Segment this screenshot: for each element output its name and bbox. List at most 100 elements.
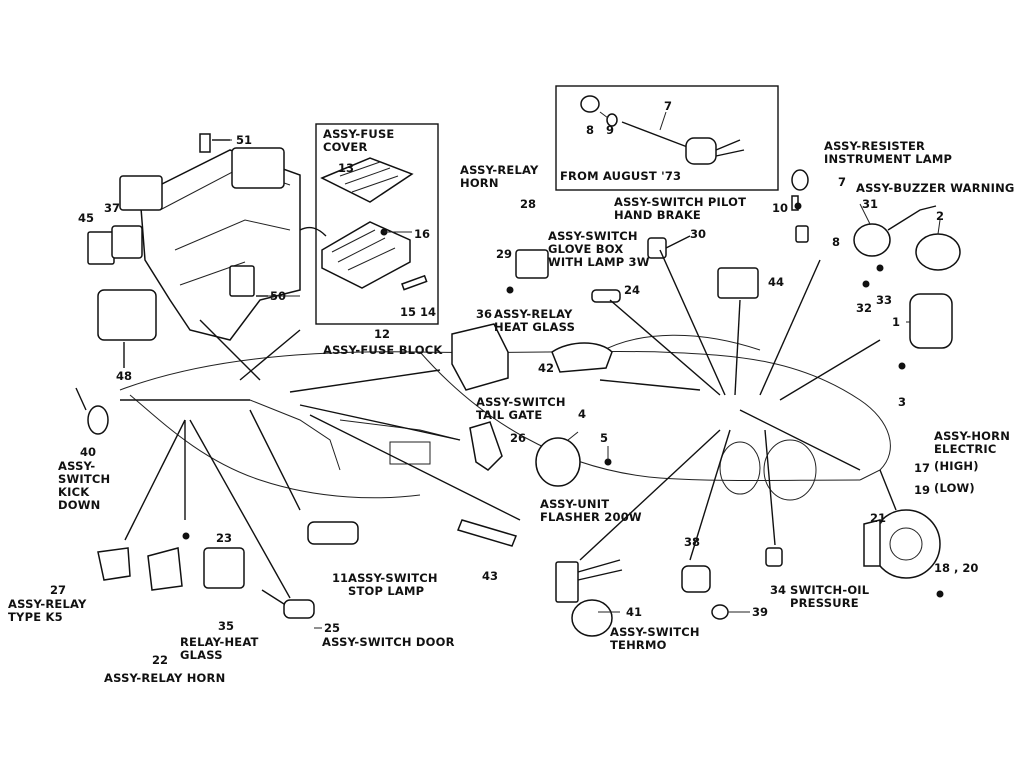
part-number-1: 1 bbox=[892, 315, 901, 329]
label-from-august-73: FROM AUGUST '73 bbox=[560, 169, 682, 183]
fuse-cover-drawing bbox=[299, 157, 428, 291]
part-number-43: 43 bbox=[482, 569, 499, 583]
part-number-36: 36 bbox=[476, 307, 493, 321]
part-39-washer bbox=[711, 604, 729, 620]
part-number-37: 37 bbox=[104, 201, 121, 215]
part-number-9: 9 bbox=[606, 123, 615, 137]
part-number-33: 33 bbox=[876, 293, 893, 307]
part-number-27: 27 bbox=[50, 583, 67, 597]
part-36-relay-heat bbox=[451, 323, 509, 391]
part-number-38: 38 bbox=[684, 535, 701, 549]
label-relay-horn-bottom: ASSY-RELAY HORN bbox=[104, 671, 226, 685]
part-number-15: 15 bbox=[400, 305, 417, 319]
part-number-29: 29 bbox=[496, 247, 513, 261]
part-number-17: 17 bbox=[914, 461, 931, 475]
part-10-screw bbox=[794, 202, 802, 210]
part-number-42: 42 bbox=[538, 361, 555, 375]
part-24-glove-switch bbox=[591, 289, 621, 303]
part-42-lamp bbox=[551, 342, 613, 373]
part-number-13: 13 bbox=[338, 161, 355, 175]
part-number-26: 26 bbox=[510, 431, 527, 445]
part-number-25: 25 bbox=[324, 621, 341, 635]
part-number-51: 51 bbox=[236, 133, 253, 147]
part-3-screw bbox=[898, 362, 906, 370]
callout-lines bbox=[212, 111, 941, 629]
part-number-3: 3 bbox=[898, 395, 907, 409]
part-8-bulb bbox=[795, 225, 809, 243]
part-number-21: 21 bbox=[870, 511, 887, 525]
part-number-16: 16 bbox=[414, 227, 431, 241]
part-number-48: 48 bbox=[116, 369, 133, 383]
part-number-11: 11 bbox=[332, 571, 349, 585]
part-number-22: 22 bbox=[152, 653, 169, 667]
august-73-drawing bbox=[580, 95, 745, 165]
part-21-horn bbox=[863, 509, 941, 579]
part-28-relay-horn bbox=[515, 249, 549, 279]
part-50-relay bbox=[229, 265, 255, 297]
part-4-flasher bbox=[535, 437, 581, 487]
label-buzzer-warning: ASSY-BUZZER WARNING bbox=[856, 181, 1015, 195]
part-number-50: 50 bbox=[270, 289, 287, 303]
part-29-screw bbox=[506, 286, 514, 294]
part-48-box bbox=[97, 289, 157, 341]
part-number-8-top: 8 bbox=[586, 123, 595, 137]
part-number-12: 12 bbox=[374, 327, 391, 341]
part-41-thermo-switch bbox=[555, 559, 623, 637]
part-22-relay-horn bbox=[147, 547, 183, 591]
part-7-resister-lamp bbox=[791, 169, 809, 211]
label-horn-high: (HIGH) bbox=[934, 459, 979, 473]
part-11-stop-lamp-switch bbox=[307, 521, 359, 545]
part-number-8-right: 8 bbox=[832, 235, 841, 249]
label-switch-door: ASSY-SWITCH DOOR bbox=[322, 635, 455, 649]
part-number-40: 40 bbox=[80, 445, 97, 459]
part-number-32: 32 bbox=[856, 301, 873, 315]
part-number-41: 41 bbox=[626, 605, 643, 619]
part-51-clip bbox=[199, 133, 230, 153]
part-number-31: 31 bbox=[862, 197, 879, 211]
part-32-screw bbox=[862, 280, 870, 288]
part-45-relay bbox=[87, 231, 115, 265]
part-number-30: 30 bbox=[690, 227, 707, 241]
part-23-screw bbox=[182, 532, 190, 540]
leader-arrows bbox=[120, 249, 897, 599]
label-horn-low: (LOW) bbox=[934, 481, 975, 495]
label-fuse-block: ASSY-FUSE BLOCK bbox=[323, 343, 443, 357]
part-number-44: 44 bbox=[768, 275, 785, 289]
part-26-tail-gate-switch bbox=[469, 421, 503, 471]
fuse-cover-inset-frame bbox=[315, 123, 439, 325]
part-25-door-switch bbox=[283, 599, 315, 619]
part-number-24: 24 bbox=[624, 283, 641, 297]
part-number-5: 5 bbox=[600, 431, 609, 445]
part-number-10: 10 bbox=[772, 201, 789, 215]
part-number-45: 45 bbox=[78, 211, 95, 225]
part-number-18-20: 18 , 20 bbox=[934, 561, 979, 575]
part-44-unit bbox=[717, 267, 759, 299]
part-number-7-top: 7 bbox=[664, 99, 673, 113]
part-number-4: 4 bbox=[578, 407, 587, 421]
part-33-screw bbox=[876, 264, 884, 272]
part-number-14: 14 bbox=[420, 305, 437, 319]
part-number-23: 23 bbox=[216, 531, 233, 545]
engine-bracket bbox=[119, 147, 301, 341]
part-18-20-screw bbox=[936, 590, 944, 598]
part-40-kick-down-switch bbox=[75, 387, 109, 435]
part-1-canister bbox=[909, 293, 953, 349]
part-27-relay-k5 bbox=[97, 547, 131, 581]
part-number-34: 34 bbox=[770, 583, 787, 597]
part-37-relay bbox=[111, 225, 143, 259]
part-35-relay-heat-glass bbox=[203, 547, 245, 589]
part-number-39: 39 bbox=[752, 605, 769, 619]
